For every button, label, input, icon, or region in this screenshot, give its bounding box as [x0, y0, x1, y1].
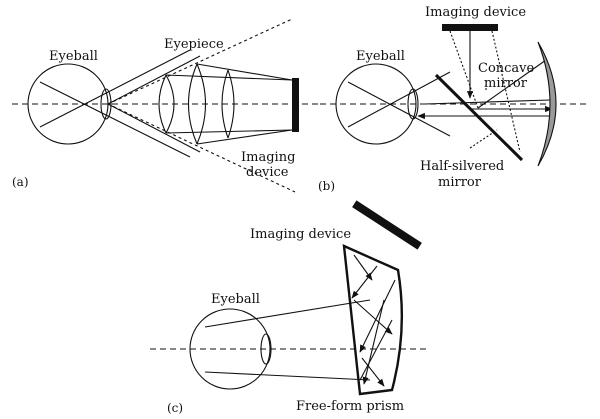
label-eyeball-b: Eyeball [356, 49, 405, 64]
label-concave-line1: Concave [478, 61, 535, 76]
label-imaging-line2-a: device [246, 165, 289, 180]
label-eyeball-c: Eyeball [211, 292, 260, 307]
eyepiece-lens-2 [187, 63, 198, 145]
eye-lens-c [260, 333, 272, 365]
label-half-line2: mirror [438, 175, 482, 190]
eye-lens-a [100, 88, 112, 120]
panel-b [320, 24, 590, 167]
eyepiece-lens-1 [158, 74, 167, 134]
label-eyeball-a: Eyeball [49, 49, 98, 64]
fov-line-lower [107, 103, 296, 193]
fov-line-upper [107, 18, 293, 105]
label-prism: Free-form prism [296, 399, 404, 414]
concave-mirror [537, 41, 557, 167]
imaging-device-a [292, 78, 299, 132]
panel-tag-a: (a) [12, 175, 29, 189]
half-silvered-mirror [434, 73, 524, 162]
panel-tag-b: (b) [318, 179, 335, 193]
label-half-line1: Half-silvered [420, 159, 504, 174]
imaging-device-c [352, 200, 422, 250]
label-eyepiece: Eyepiece [164, 37, 224, 52]
eye-lens-b [407, 88, 419, 120]
eyeball-c [189, 308, 271, 390]
free-form-prism [342, 244, 404, 396]
eyeball-b [335, 63, 417, 145]
label-concave-line2: mirror [484, 76, 528, 91]
imaging-device-b [442, 24, 498, 31]
panel-c [150, 200, 430, 396]
label-imaging-device-b: Imaging device [425, 5, 526, 20]
panel-tag-c: (c) [167, 401, 183, 415]
label-imaging-line1-a: Imaging [241, 150, 295, 165]
label-imaging-device-c: Imaging device [250, 227, 351, 242]
panel-a [12, 18, 320, 193]
